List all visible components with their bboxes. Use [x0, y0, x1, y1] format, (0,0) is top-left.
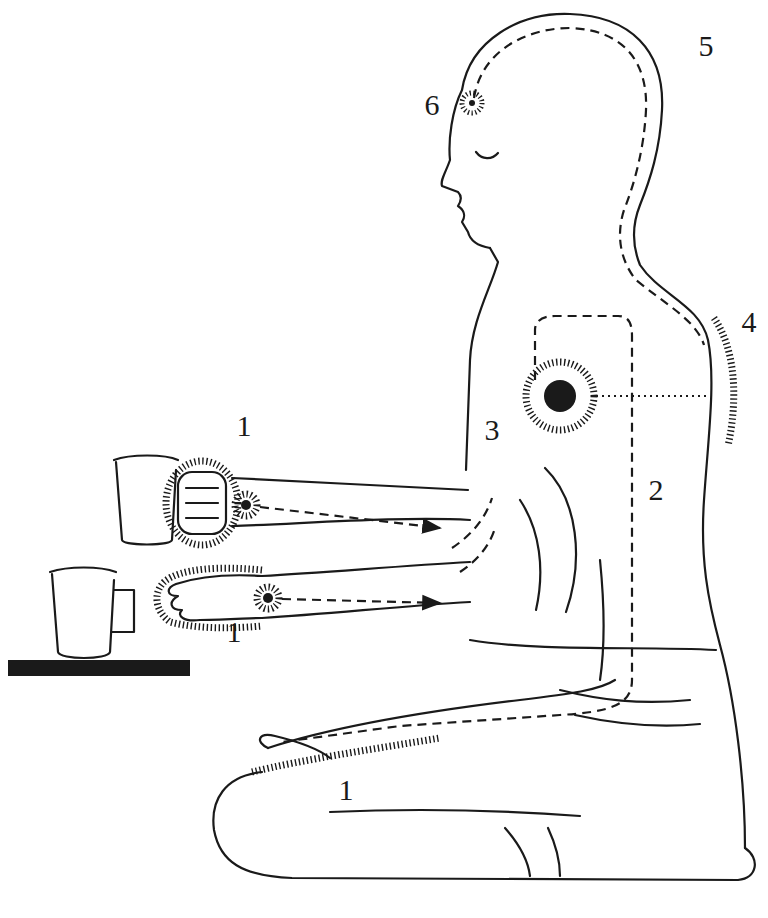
callout-number: 1 [234, 410, 255, 442]
illustration-stroke [241, 500, 251, 510]
illustration-stroke [282, 599, 440, 603]
illustration-stroke [260, 735, 330, 758]
illustration-stroke [235, 494, 257, 516]
illustration-stroke [263, 593, 273, 603]
illustration-stroke [52, 574, 114, 658]
callout-number: 2 [646, 474, 667, 506]
illustration-stroke [596, 395, 706, 397]
illustration-stroke [178, 472, 226, 534]
illustration-stroke [232, 519, 470, 526]
illustration-stroke [469, 100, 475, 106]
illustration-stroke [186, 488, 218, 518]
illustration-stroke [50, 568, 116, 573]
illustration-stroke [520, 500, 540, 610]
callout-number: 6 [422, 89, 443, 121]
illustration-stroke [470, 640, 716, 650]
illustration-stroke [474, 28, 704, 345]
illustration-stroke [262, 562, 470, 576]
illustration-stroke [476, 152, 498, 158]
callout-number: 1 [224, 616, 245, 648]
attention-paths [260, 28, 706, 742]
illustration-stroke [112, 590, 134, 632]
illustration-stroke [8, 660, 190, 676]
callout-number: 1 [336, 774, 357, 806]
illustration-stroke [257, 587, 279, 609]
body-outline [213, 14, 754, 880]
sensation-hatching [157, 93, 734, 772]
illustration-stroke [213, 772, 754, 880]
illustration-stroke [462, 93, 482, 113]
illustration-stroke [260, 507, 440, 528]
illustration-stroke [548, 828, 560, 876]
illustration-stroke [330, 810, 580, 816]
illustration-stroke [282, 316, 632, 742]
illustration-stroke [575, 715, 700, 726]
illustration-stroke [116, 462, 176, 545]
illustration-stroke [600, 560, 604, 680]
illustration-stroke [262, 602, 470, 618]
callout-number: 4 [739, 306, 760, 338]
illustration-stroke [232, 478, 468, 490]
illustration-stroke [526, 362, 594, 430]
illustration-stroke [460, 528, 495, 572]
illustration-stroke [169, 575, 262, 620]
illustration-stroke [452, 498, 492, 548]
illustration-stroke [114, 456, 178, 461]
hands [169, 472, 330, 758]
illustration-stroke [442, 14, 720, 645]
callout-number: 5 [696, 30, 717, 62]
illustration-stroke [166, 461, 238, 545]
illustration-stroke [720, 645, 745, 848]
illustration-stroke [544, 380, 576, 412]
callout-number: 3 [482, 414, 503, 446]
illustration-stroke [252, 738, 440, 772]
cups-and-table [8, 456, 190, 677]
illustration-stroke [505, 828, 530, 876]
illustration-stroke [157, 568, 262, 628]
illustration-stroke [545, 468, 576, 612]
illustration-stroke [714, 318, 734, 446]
